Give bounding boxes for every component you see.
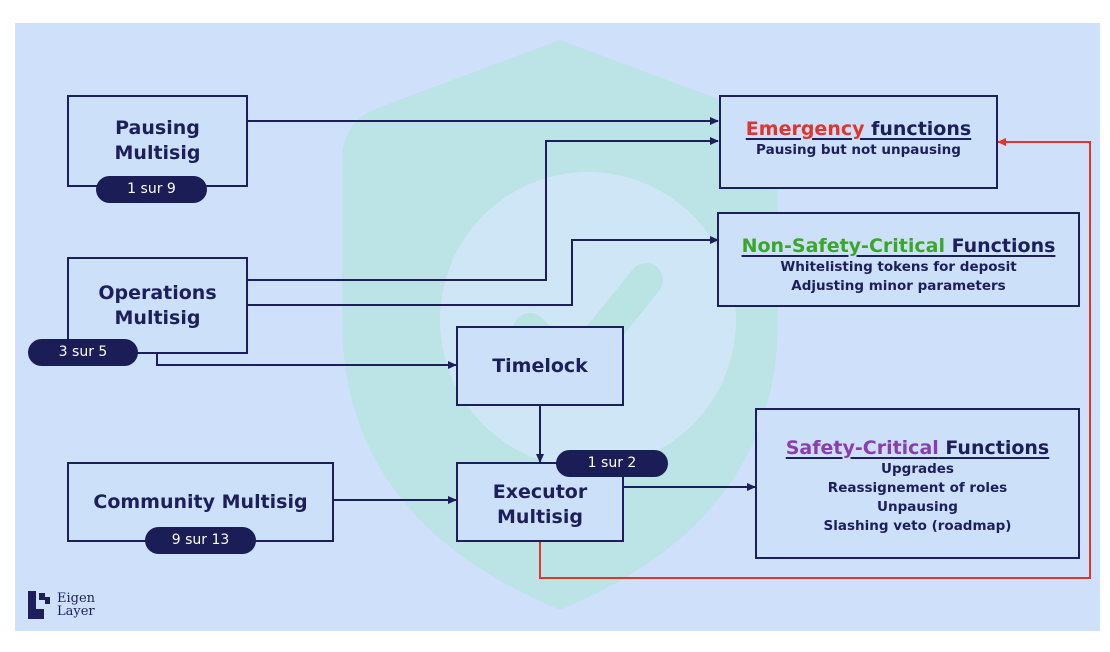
operations-threshold-badge: 3 sur 5 <box>28 339 138 366</box>
emergency-title-accent: Emergency <box>745 118 865 140</box>
wire-operations-to-nonsafety <box>248 236 719 306</box>
pausing-threshold-badge: 1 sur 9 <box>96 176 207 203</box>
non-safety-title-accent: Non-Safety-Critical <box>741 235 945 257</box>
logo-word-1: Eigen <box>57 591 96 606</box>
pausing-multisig-node: Pausing Multisig <box>67 95 248 187</box>
non-safety-line-1: Whitelisting tokens for deposit <box>780 259 1017 275</box>
safety-title-rest: Functions <box>938 437 1050 459</box>
emergency-line-1: Pausing but not unpausing <box>756 142 961 158</box>
timelock-label: Timelock <box>492 354 588 377</box>
non-safety-title-rest: Functions <box>944 235 1056 257</box>
operations-multisig-label: Operations Multisig <box>98 281 217 329</box>
wire-operations-to-emergency <box>248 137 719 281</box>
safety-line-1: Upgrades <box>881 461 954 477</box>
safety-critical-title: Safety-Critical Functions <box>757 436 1078 460</box>
eigenlayer-logo: Eigen Layer <box>28 591 95 619</box>
pausing-multisig-label: Pausing Multisig <box>114 117 201 164</box>
emergency-functions-title: Emergency functions <box>721 117 996 141</box>
safety-title-accent: Safety-Critical <box>785 437 939 459</box>
community-multisig-label: Community Multisig <box>93 490 308 513</box>
wire-operations-to-timelock <box>156 354 457 369</box>
emergency-functions-box: Emergency functions Pausing but not unpa… <box>719 95 998 189</box>
safety-line-4: Slashing veto (roadmap) <box>823 518 1012 534</box>
executor-threshold-badge: 1 sur 2 <box>556 450 668 477</box>
wire-executor-to-emergency <box>539 138 1091 579</box>
timelock-node: Timelock <box>456 326 624 406</box>
non-safety-line-2: Adjusting minor parameters <box>791 278 1006 294</box>
safety-line-3: Unpausing <box>877 499 958 515</box>
emergency-title-rest: functions <box>864 118 972 140</box>
executor-multisig-label: Executor Multisig <box>492 481 588 528</box>
safety-line-2: Reassignement of roles <box>827 480 1008 496</box>
operations-multisig-node: Operations Multisig <box>67 257 248 354</box>
eigenlayer-logo-icon <box>28 591 50 619</box>
non-safety-critical-title: Non-Safety-Critical Functions <box>719 234 1078 258</box>
community-threshold-badge: 9 sur 13 <box>145 527 256 554</box>
non-safety-critical-functions-box: Non-Safety-Critical Functions Whitelisti… <box>717 212 1080 307</box>
logo-word-2: Layer <box>57 604 95 619</box>
safety-critical-functions-box: Safety-Critical Functions Upgrades Reass… <box>755 408 1080 559</box>
